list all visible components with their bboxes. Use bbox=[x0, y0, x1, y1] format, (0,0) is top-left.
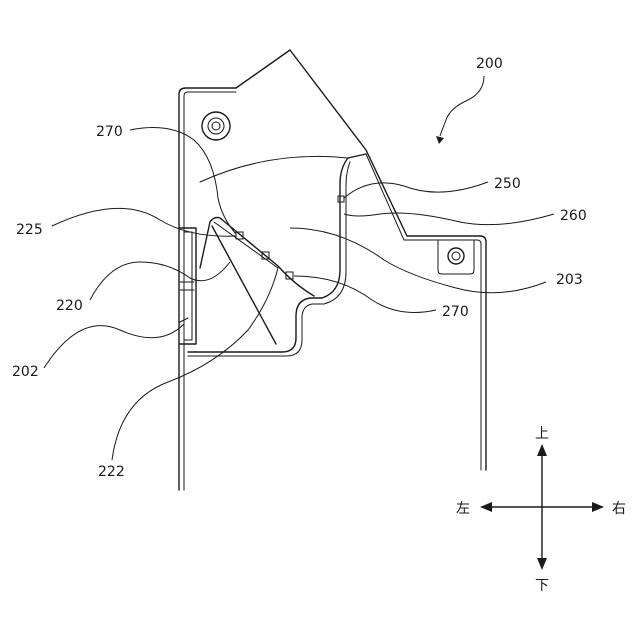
mounting-hole-lower bbox=[438, 240, 474, 274]
label-250: 250 bbox=[494, 176, 521, 192]
arrow-right-icon bbox=[592, 502, 604, 512]
label-down: 下 bbox=[535, 578, 549, 594]
label-225: 225 bbox=[16, 222, 43, 238]
label-left: 左 bbox=[456, 501, 470, 517]
label-270-upper: 270 bbox=[96, 124, 123, 140]
cover-housing bbox=[188, 154, 366, 356]
label-right: 右 bbox=[612, 501, 626, 517]
label-200: 200 bbox=[476, 56, 503, 72]
arrow-down-icon bbox=[537, 558, 547, 570]
label-up: 上 bbox=[535, 426, 549, 442]
label-203: 203 bbox=[556, 272, 583, 288]
mounting-hole-upper bbox=[202, 112, 230, 140]
latch bbox=[200, 218, 314, 345]
frame-channel bbox=[180, 228, 196, 344]
label-222: 222 bbox=[98, 464, 125, 480]
reference-numerals: 200 270 250 260 225 203 220 270 202 222 bbox=[12, 56, 587, 480]
label-220: 220 bbox=[56, 298, 83, 314]
arrow-up-icon bbox=[537, 444, 547, 456]
label-270-lower: 270 bbox=[442, 304, 469, 320]
arrow-left-icon bbox=[480, 502, 492, 512]
label-260: 260 bbox=[560, 208, 587, 224]
label-202: 202 bbox=[12, 364, 39, 380]
